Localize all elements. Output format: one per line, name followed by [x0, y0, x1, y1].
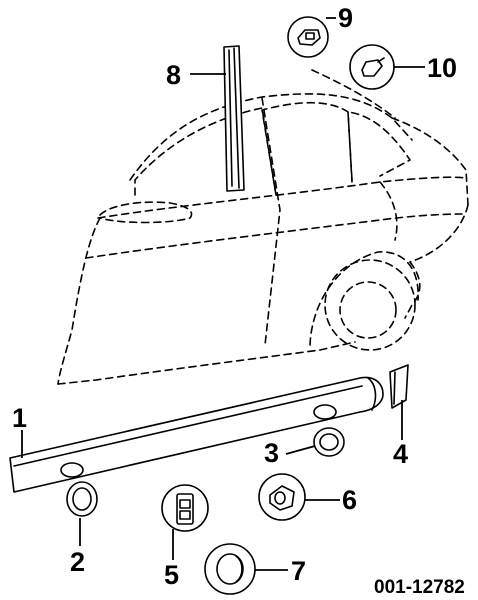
part-10-clip	[349, 44, 395, 90]
rear-window	[391, 117, 469, 206]
part-9-clip	[287, 16, 329, 58]
part-8-pillar-applique	[223, 45, 245, 192]
part-3-grommet	[313, 427, 345, 457]
part-4-end-cap	[389, 364, 409, 409]
callout-6: 6	[342, 485, 357, 515]
callout-10: 10	[427, 53, 457, 83]
document-id: 001-12782	[374, 577, 465, 598]
callout-9: 9	[338, 3, 353, 33]
leader-dashed-9-10	[311, 69, 396, 119]
rear-wheel-hub	[339, 281, 397, 339]
door-bottom	[85, 213, 463, 259]
c-pillar-line	[379, 181, 398, 241]
b-pillar	[261, 97, 281, 346]
part-1-side-molding	[9, 376, 384, 493]
roof-line	[129, 93, 413, 181]
callout-2: 2	[70, 547, 85, 577]
part-7-push-pin	[204, 543, 256, 595]
rear-wheel	[324, 259, 416, 351]
callout-5: 5	[164, 560, 179, 590]
callout-4: 4	[393, 439, 408, 469]
front-window	[134, 107, 277, 196]
body-side	[57, 217, 101, 385]
rear-end	[409, 204, 469, 263]
callout-8: 8	[166, 60, 181, 90]
belt-line	[97, 176, 467, 219]
callout-labels: 1 2 3 4 5 6 7 8 9 10	[12, 3, 457, 590]
rocker-line	[57, 341, 356, 385]
leader-lines	[21, 17, 425, 571]
callout-3: 3	[264, 438, 279, 468]
vehicle-outline	[57, 69, 469, 385]
wheel-arch	[309, 251, 419, 346]
part-2-grommet	[66, 481, 98, 517]
callout-7: 7	[291, 556, 306, 586]
part-5-clip	[161, 484, 209, 532]
quarter-window	[347, 111, 411, 181]
leader-3	[285, 445, 316, 455]
side-mirror	[99, 201, 193, 224]
part-6-clip	[258, 473, 306, 521]
rear-door-window	[261, 101, 353, 196]
callout-1: 1	[12, 403, 27, 433]
rear-bumper	[404, 261, 421, 319]
